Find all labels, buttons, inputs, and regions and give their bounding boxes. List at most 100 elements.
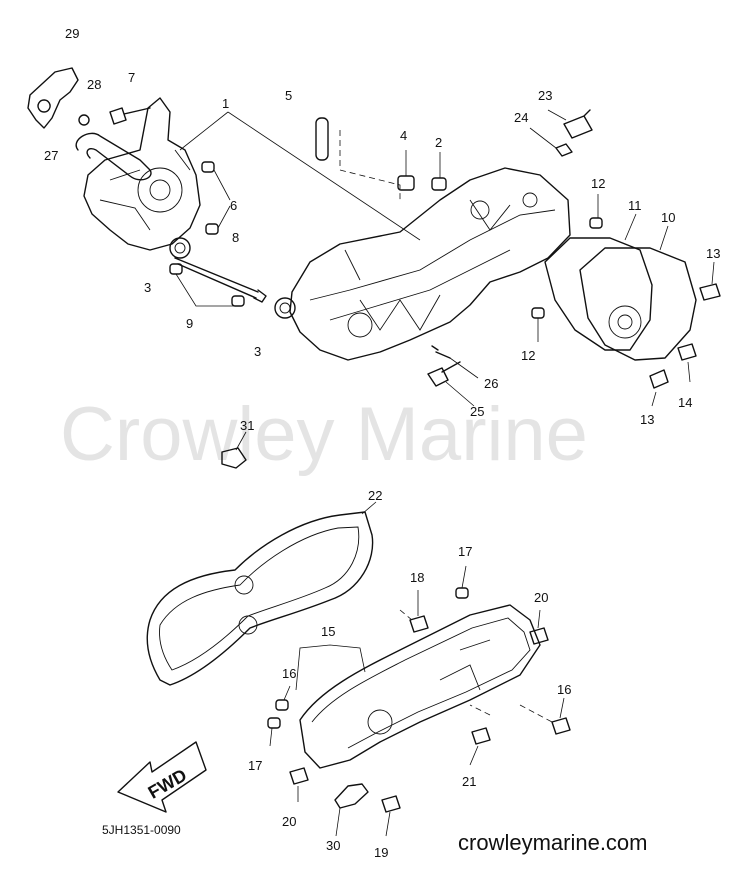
- part-9-dowel-b[interactable]: [231, 295, 245, 307]
- diagram-code: 5JH1351-0090: [102, 823, 181, 837]
- callout-31: 31: [240, 418, 254, 433]
- site-url[interactable]: crowleymarine.com: [458, 830, 648, 855]
- part-26-pin[interactable]: [431, 345, 451, 359]
- crankcase-left-bore-inner: [149, 179, 171, 201]
- callout-20a: 20: [534, 590, 548, 605]
- part-14-bolt[interactable]: [677, 343, 697, 361]
- part-22-gasket[interactable]: [146, 511, 374, 686]
- callout-12a: 12: [591, 176, 605, 191]
- part-25-bolt[interactable]: [427, 361, 461, 387]
- lead-10-11: [624, 213, 669, 251]
- callout-16b: 16: [557, 682, 571, 697]
- gasket-22-hole-b: [238, 615, 258, 635]
- part-1-crankcase-left[interactable]: [83, 97, 201, 251]
- part-21-bolt[interactable]: [471, 727, 491, 745]
- part-13-bolt-b[interactable]: [649, 369, 669, 389]
- fwd-arrow-icon: [117, 741, 207, 813]
- crankcase-right-boss-a: [347, 312, 373, 338]
- part-13-bolt-a[interactable]: [699, 283, 721, 301]
- cover-15-details: [439, 639, 491, 691]
- callout-6: 6: [230, 198, 237, 213]
- lead-15: [295, 644, 366, 691]
- part-8-shaft[interactable]: [174, 257, 267, 303]
- callout-1: 1: [222, 96, 229, 111]
- part-29-plate[interactable]: [27, 67, 79, 129]
- part-5-pin[interactable]: [315, 117, 329, 161]
- callout-24: 24: [514, 110, 528, 125]
- part-19-bolt[interactable]: [381, 795, 401, 813]
- part-1-crankcase-right[interactable]: [289, 167, 571, 361]
- lead-16-17: [269, 565, 467, 747]
- part-3-bearing-right-inner: [279, 302, 291, 314]
- part-6-dowel-b[interactable]: [205, 223, 219, 235]
- callout-labels: 29 28 7 1 5 4 2 24 23 27 6 8 3 9 3 12 11…: [44, 26, 720, 860]
- part-24-oring[interactable]: [555, 143, 573, 157]
- callout-16a: 16: [282, 666, 296, 681]
- part-31-clip[interactable]: [221, 447, 247, 469]
- callout-15: 15: [321, 624, 335, 639]
- cover-10-bore-inner: [617, 314, 633, 330]
- part-3-bearing-left[interactable]: [169, 237, 191, 259]
- part-6-dowel-a[interactable]: [201, 161, 215, 173]
- callout-12b: 12: [521, 348, 535, 363]
- lead-13-14: [651, 261, 715, 407]
- lead-23-24: [529, 109, 567, 149]
- callout-10: 10: [661, 210, 675, 225]
- callout-13a: 13: [706, 246, 720, 261]
- callout-21: 21: [462, 774, 476, 789]
- callout-17a: 17: [248, 758, 262, 773]
- callout-3b: 3: [254, 344, 261, 359]
- part-20-bolt-a[interactable]: [529, 627, 549, 645]
- crankcase-right-boss-c: [522, 192, 538, 208]
- part-10-cover[interactable]: [579, 247, 697, 361]
- callout-3a: 3: [144, 280, 151, 295]
- part-20-bolt-b[interactable]: [289, 767, 309, 785]
- lead-25-26: [445, 357, 479, 407]
- callout-25: 25: [470, 404, 484, 419]
- cover-15-rim: [311, 617, 531, 749]
- gasket-22-inner-line: [159, 526, 360, 671]
- callout-5: 5: [285, 88, 292, 103]
- part-3-bearing-left-inner: [174, 242, 186, 254]
- part-15-crankcase-cover[interactable]: [299, 604, 541, 769]
- part-18-bolt-b[interactable]: [551, 717, 571, 735]
- part-17-dowel-b[interactable]: [455, 587, 469, 599]
- part-7-bolt[interactable]: [109, 107, 151, 125]
- callout-27: 27: [44, 148, 58, 163]
- lead-9: [175, 273, 234, 307]
- gasket-22-hole-a: [234, 575, 254, 595]
- callout-4: 4: [400, 128, 407, 143]
- lead-bolts: [297, 590, 565, 802]
- part-16-dowel[interactable]: [275, 699, 289, 711]
- callout-30: 30: [326, 838, 340, 853]
- crankcase-right-rib-b: [329, 249, 511, 321]
- part-12-dowel-b[interactable]: [531, 307, 545, 319]
- watermark: Crowley Marine: [60, 392, 588, 477]
- lead-6: [213, 169, 231, 229]
- callout-2: 2: [435, 135, 442, 150]
- callout-28: 28: [87, 77, 101, 92]
- cover-15-boss: [367, 709, 393, 735]
- part-2-dowel[interactable]: [431, 177, 447, 191]
- cover-10-bore: [608, 305, 642, 339]
- lead-1: [179, 111, 421, 241]
- part-30-clamp[interactable]: [334, 783, 369, 809]
- crankcase-right-webbing: [344, 199, 511, 331]
- crankcase-right-rib-a: [309, 209, 556, 301]
- part-11-gasket[interactable]: [544, 237, 653, 351]
- part-17-dowel-a[interactable]: [267, 717, 281, 729]
- crankcase-left-ribs: [99, 149, 191, 231]
- part-27-clip[interactable]: [75, 132, 152, 181]
- part-23-plug[interactable]: [563, 109, 593, 139]
- part-3-bearing-right[interactable]: [274, 297, 296, 319]
- callout-13b: 13: [640, 412, 654, 427]
- lead-5-dashed: [339, 130, 401, 200]
- part-18-bolt-a[interactable]: [409, 615, 429, 633]
- part-28-washer[interactable]: [78, 114, 90, 126]
- part-12-dowel-a[interactable]: [589, 217, 603, 229]
- callout-7: 7: [128, 70, 135, 85]
- callout-9: 9: [186, 316, 193, 331]
- callout-18a: 18: [410, 570, 424, 585]
